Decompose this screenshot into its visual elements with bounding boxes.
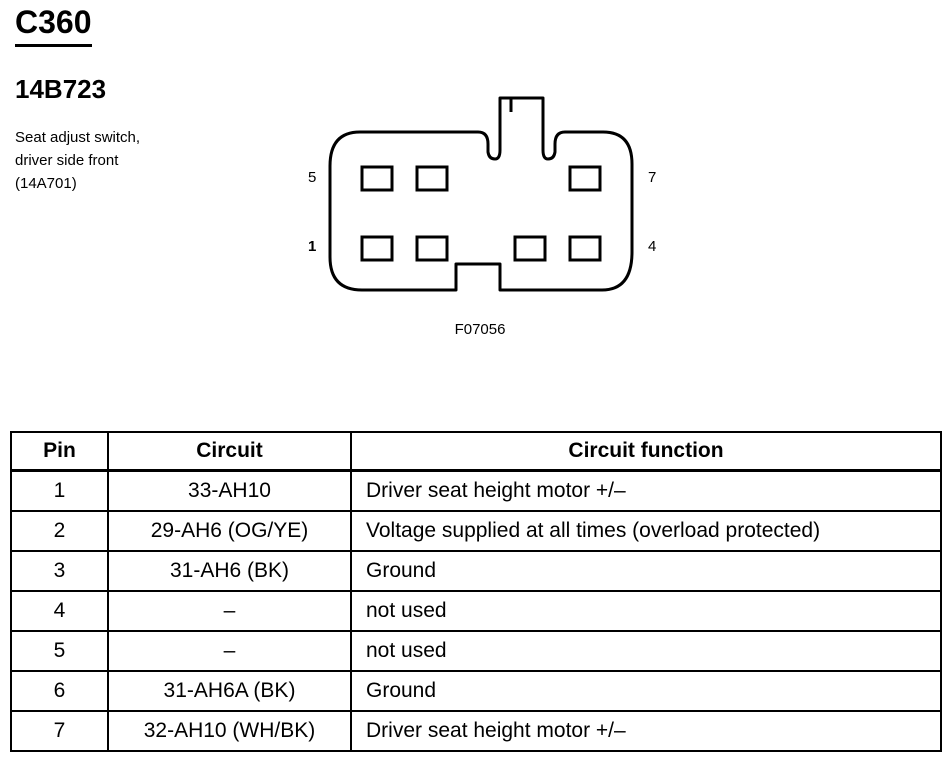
cell-function: Driver seat height motor +/– <box>350 469 942 512</box>
pin-cavity <box>568 165 602 192</box>
cell-pin: 5 <box>10 630 109 672</box>
figure-code: F07056 <box>455 321 506 338</box>
cell-pin: 3 <box>10 550 109 592</box>
cell-pin: 2 <box>10 510 109 552</box>
connector-description: Seat adjust switch, driver side front (1… <box>15 126 140 195</box>
pin-cavity <box>360 235 394 262</box>
pin-label-bottom-left: 1 <box>308 238 316 255</box>
pin-cavity <box>568 235 602 262</box>
cell-circuit: 31-AH6 (BK) <box>107 550 352 592</box>
connector-face-diagram: 5 7 1 4 F07056 <box>308 96 656 338</box>
table-row: 1 33-AH10 Driver seat height motor +/– <box>10 469 942 512</box>
table-row: 3 31-AH6 (BK) Ground <box>10 550 942 592</box>
header-circuit: Circuit <box>107 431 352 472</box>
table-row: 2 29-AH6 (OG/YE) Voltage supplied at all… <box>10 510 942 552</box>
description-line: Seat adjust switch, <box>15 129 141 146</box>
pin-cavity <box>360 165 394 192</box>
cell-circuit: 31-AH6A (BK) <box>107 670 352 712</box>
cell-pin: 6 <box>10 670 109 712</box>
connector-housing-outline <box>328 96 634 292</box>
table-row: 7 32-AH10 (WH/BK) Driver seat height mot… <box>10 710 942 752</box>
cell-circuit: 32-AH10 (WH/BK) <box>107 710 352 752</box>
connector-id: C360 <box>15 2 92 47</box>
pin-cavity <box>415 165 449 192</box>
cell-function: Driver seat height motor +/– <box>350 710 942 752</box>
cell-pin: 7 <box>10 710 109 752</box>
pin-label-top-left: 5 <box>308 169 316 186</box>
table-row: 4 – not used <box>10 590 942 632</box>
cell-pin: 4 <box>10 590 109 632</box>
description-line: (14A701) <box>15 175 77 192</box>
header-function: Circuit function <box>350 431 942 472</box>
cell-circuit: – <box>107 630 352 672</box>
cell-pin: 1 <box>10 469 109 512</box>
description-line: driver side front <box>15 152 119 169</box>
cell-function: Ground <box>350 550 942 592</box>
pin-cavity <box>415 235 449 262</box>
table-row: 6 31-AH6A (BK) Ground <box>10 670 942 712</box>
pin-label-top-right: 7 <box>648 169 656 186</box>
cell-circuit: – <box>107 590 352 632</box>
pin-label-bottom-right: 4 <box>648 238 656 255</box>
table-header-row: Pin Circuit Circuit function <box>10 431 942 472</box>
table-row: 5 – not used <box>10 630 942 672</box>
cell-circuit: 33-AH10 <box>107 469 352 512</box>
cell-circuit: 29-AH6 (OG/YE) <box>107 510 352 552</box>
header-pin: Pin <box>10 431 109 472</box>
cell-function: Ground <box>350 670 942 712</box>
part-number: 14B723 <box>15 74 107 104</box>
cell-function: not used <box>350 630 942 672</box>
pin-cavity <box>513 235 547 262</box>
cell-function: not used <box>350 590 942 632</box>
pin-table: Pin Circuit Circuit function 1 33-AH10 D… <box>10 431 942 752</box>
cell-function: Voltage supplied at all times (overload … <box>350 510 942 552</box>
